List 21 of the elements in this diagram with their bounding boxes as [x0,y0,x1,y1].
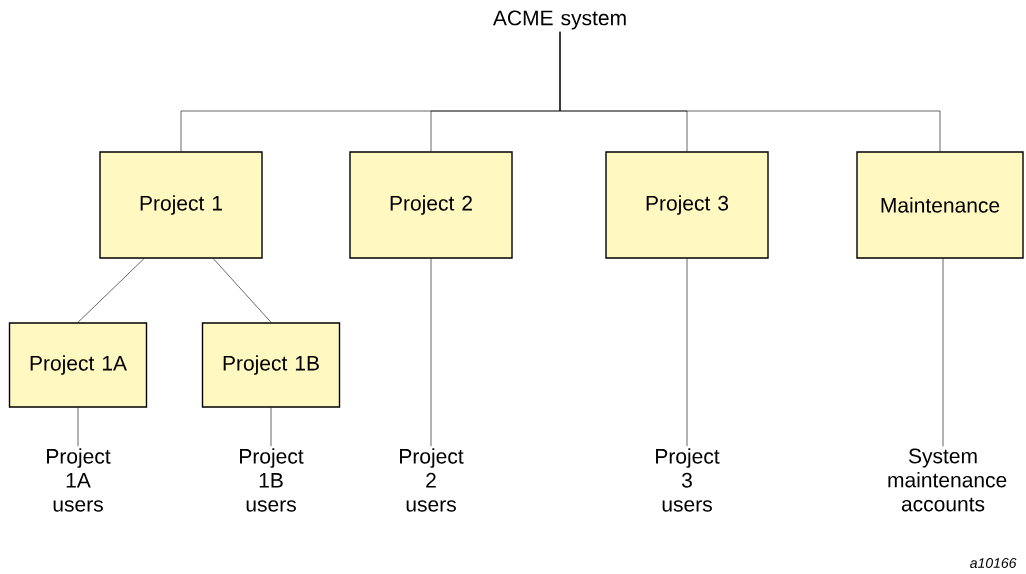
process-box: Project 3 [605,151,769,259]
node-label: Project 2 users [400,448,464,512]
connector-line [942,258,944,447]
node-label: Project 3 users [656,448,720,512]
node-label: Project 1A users [47,448,111,512]
connector-line [77,258,145,323]
connector-line [430,258,432,447]
connector-line [270,407,272,447]
node-label: ACME system [492,10,626,30]
process-box: Project 2 [349,151,513,259]
node-label: Project 1B users [240,448,304,512]
process-box: Project 1 [99,151,263,259]
process-box: Project 1B [201,322,341,408]
connector-line [77,407,79,447]
connector-line [686,258,688,447]
connector-line [213,258,272,323]
connector-line [559,31,941,152]
figure-id: a10166 [970,558,1017,568]
process-box: Project 1A [8,322,148,408]
node-label: System maintenance accounts [888,448,1007,512]
process-box: Maintenance [856,151,1024,259]
